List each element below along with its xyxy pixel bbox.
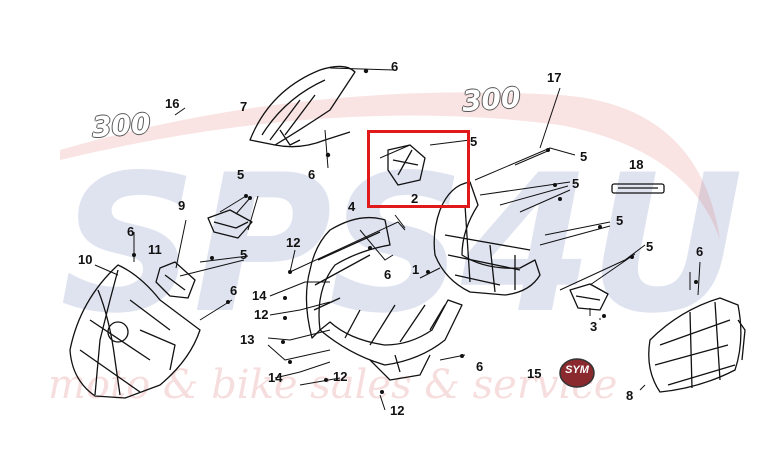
callout-12a: 12 [286,235,301,250]
callout-5e: 5 [240,247,248,262]
part-9-bracket [207,209,253,239]
callout-3: 3 [590,319,598,334]
callout-10: 10 [78,252,93,267]
callout-5f: 5 [616,213,624,228]
callout-18: 18 [629,157,644,172]
callout-6b: 6 [308,167,316,182]
callout-16: 16 [165,96,180,111]
callout-6c: 6 [127,224,135,239]
fasteners [132,68,698,394]
callout-6d: 6 [230,283,238,298]
callout-4: 4 [348,199,356,214]
callout-11: 11 [148,242,162,257]
part-4-inner-frame [305,216,463,381]
callout-17: 17 [547,70,562,85]
callout-5b: 5 [580,149,588,164]
part-3-clip [569,283,609,311]
callout-5d: 5 [237,167,245,182]
part-11-bracket [155,261,196,299]
callout-12b: 12 [254,307,269,322]
callout-13: 13 [240,332,255,347]
part-1-front-cover [433,181,541,296]
callout-9: 9 [178,198,186,213]
callout-5a: 5 [470,134,478,149]
callout-6e: 6 [384,267,392,282]
sym-badge [559,358,595,388]
decal-300-left: 300 [90,107,152,144]
part-7-windscreen-cover [249,65,356,148]
part-8-side-cover [648,297,746,393]
callout-12d: 12 [390,403,405,418]
callout-6a: 6 [391,59,399,74]
callout-14b: 14 [268,370,283,385]
part-10-front-panel [69,264,201,399]
callout-6g: 6 [696,244,704,259]
callout-6f: 6 [476,359,484,374]
sym-badge-label: SYM [565,364,589,376]
callout-5g: 5 [646,239,654,254]
part-18-strip [611,183,665,194]
callout-1: 1 [412,262,420,277]
callout-2: 2 [411,191,419,206]
callout-5c: 5 [572,176,580,191]
callout-14a: 14 [252,288,267,303]
callout-8: 8 [626,388,634,403]
highlight-box-part-2 [367,130,470,208]
callout-15: 15 [527,366,542,381]
decal-300-right: 300 [460,81,522,118]
callout-7: 7 [240,99,248,114]
callout-12c: 12 [333,369,348,384]
